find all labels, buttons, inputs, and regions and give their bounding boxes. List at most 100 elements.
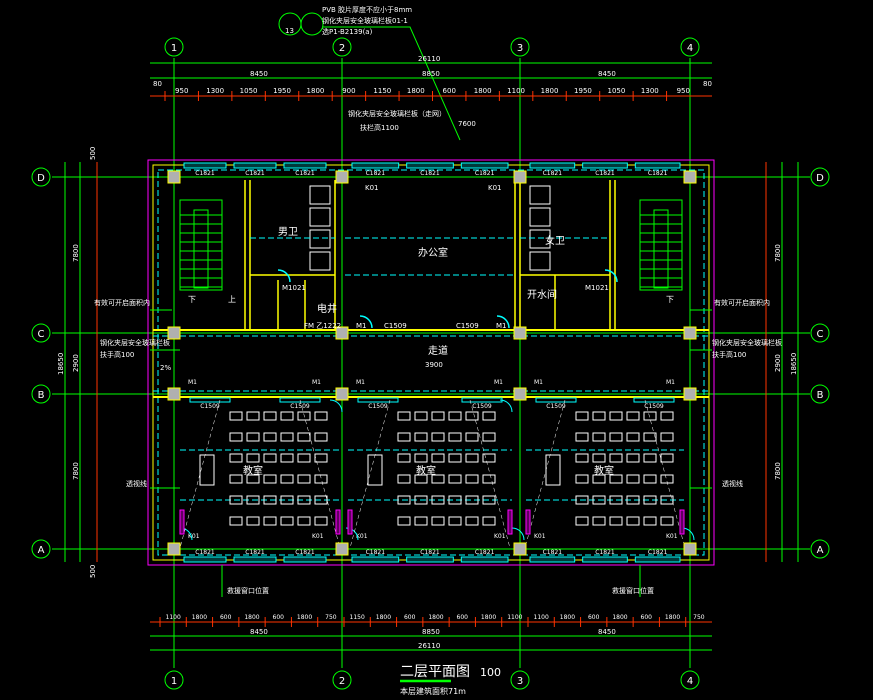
axis-bubble (31, 539, 51, 559)
desk (448, 495, 462, 505)
door-label: K01 (356, 533, 368, 540)
wall-hatch-line (157, 169, 705, 556)
axis-bubble (680, 670, 700, 690)
dim-top-bay: 8450 (250, 70, 268, 78)
drawing-title: 二层平面图 (400, 664, 470, 680)
desk (229, 474, 243, 484)
desk (592, 411, 606, 421)
stair-outline (639, 199, 683, 291)
dimension-value: 1800 (407, 87, 425, 95)
desk (609, 453, 623, 463)
window-c1821 (183, 162, 227, 169)
axis-bubble (164, 37, 184, 57)
axis-bubble (680, 37, 700, 57)
dimension-value: 600 (641, 614, 653, 621)
toilet-stall (529, 251, 551, 271)
axis-label: B (38, 390, 45, 401)
axis-label: 2 (339, 43, 345, 54)
desk (263, 495, 277, 505)
desk (246, 474, 260, 484)
stair-up-label: 上 (228, 295, 236, 304)
axis-bubble (332, 670, 352, 690)
drawing-scale: 100 (480, 666, 501, 679)
sight-line (469, 399, 511, 549)
desk (280, 411, 294, 421)
axis-bubble (810, 167, 830, 187)
door-magenta (347, 509, 353, 535)
window-label: C1821 (420, 170, 440, 177)
window-label: C1821 (475, 549, 495, 556)
desk (280, 495, 294, 505)
shaft-label: 电井 (317, 302, 337, 315)
window-c1821 (634, 162, 681, 169)
door-label: K01 (312, 533, 324, 540)
window-c1821 (460, 556, 509, 563)
dimension-value: 1300 (641, 87, 659, 95)
dimension-value: 1950 (574, 87, 592, 95)
rescue-window-note: 救援窗口位置 (612, 586, 654, 595)
desk (643, 495, 657, 505)
window-c1821 (283, 556, 327, 563)
window-label: C1821 (420, 549, 440, 556)
dim-bottom-bay: 8850 (422, 628, 440, 636)
door-label: M1 (494, 379, 503, 386)
classroom-label: 教室 (416, 464, 436, 477)
desk (431, 495, 445, 505)
desk (280, 474, 294, 484)
door-label: K01 (666, 533, 678, 540)
door-magenta (679, 509, 685, 535)
corridor-dim: 7600 (458, 120, 476, 128)
dimension-value: 600 (273, 614, 285, 621)
rail-walk-note: 钢化夹层安全玻璃栏板（走网） (348, 109, 446, 118)
dim-side-bay: 7800 (72, 462, 80, 480)
axis-bubble (164, 670, 184, 690)
window-label: C1821 (245, 170, 265, 177)
window-label: C1821 (245, 549, 265, 556)
dimension-value: 1800 (665, 614, 680, 621)
window-c1821 (460, 162, 509, 169)
window-c1821 (283, 162, 327, 169)
window-c1821 (406, 162, 454, 169)
window-label: C1509 (546, 403, 566, 410)
dimension-value: 1800 (560, 614, 575, 621)
desk (246, 453, 260, 463)
sight-line (299, 399, 341, 549)
desk (229, 411, 243, 421)
window-label: C1821 (295, 549, 315, 556)
boiler-room-label: 开水间 (527, 288, 557, 301)
window-label: C1821 (195, 170, 215, 177)
dimension-value: 1800 (612, 614, 627, 621)
window-label: C1821 (295, 170, 315, 177)
dimension-value: 600 (588, 614, 600, 621)
axis-label: 3 (517, 43, 523, 54)
desk (263, 516, 277, 526)
desk (431, 453, 445, 463)
desk (414, 495, 428, 505)
desk (314, 495, 328, 505)
desk (448, 453, 462, 463)
desk (414, 411, 428, 421)
door-label: M1021 (585, 284, 609, 292)
window-label: C1821 (366, 170, 386, 177)
lectern (545, 454, 561, 486)
desk (609, 474, 623, 484)
desk (465, 495, 479, 505)
axis-bubble (332, 37, 352, 57)
desk (448, 474, 462, 484)
desk (263, 432, 277, 442)
desk (592, 453, 606, 463)
rail-height-note: 扶手高100 (100, 350, 134, 359)
window-c1821 (406, 556, 454, 563)
dimension-value: 1800 (474, 87, 492, 95)
dimension-value: 1150 (373, 87, 391, 95)
window-label: C1509 (384, 322, 407, 330)
dim-side-bay: 7800 (72, 244, 80, 262)
axis-label: 4 (687, 43, 693, 54)
window-c1821 (634, 556, 681, 563)
dim-side-end: 500 (89, 565, 97, 578)
toilet-stall (309, 185, 331, 205)
window-label: C1821 (595, 549, 615, 556)
desk (609, 516, 623, 526)
rail-note: 钢化夹层安全玻璃栏板01-1 (322, 16, 408, 25)
column (167, 170, 181, 184)
